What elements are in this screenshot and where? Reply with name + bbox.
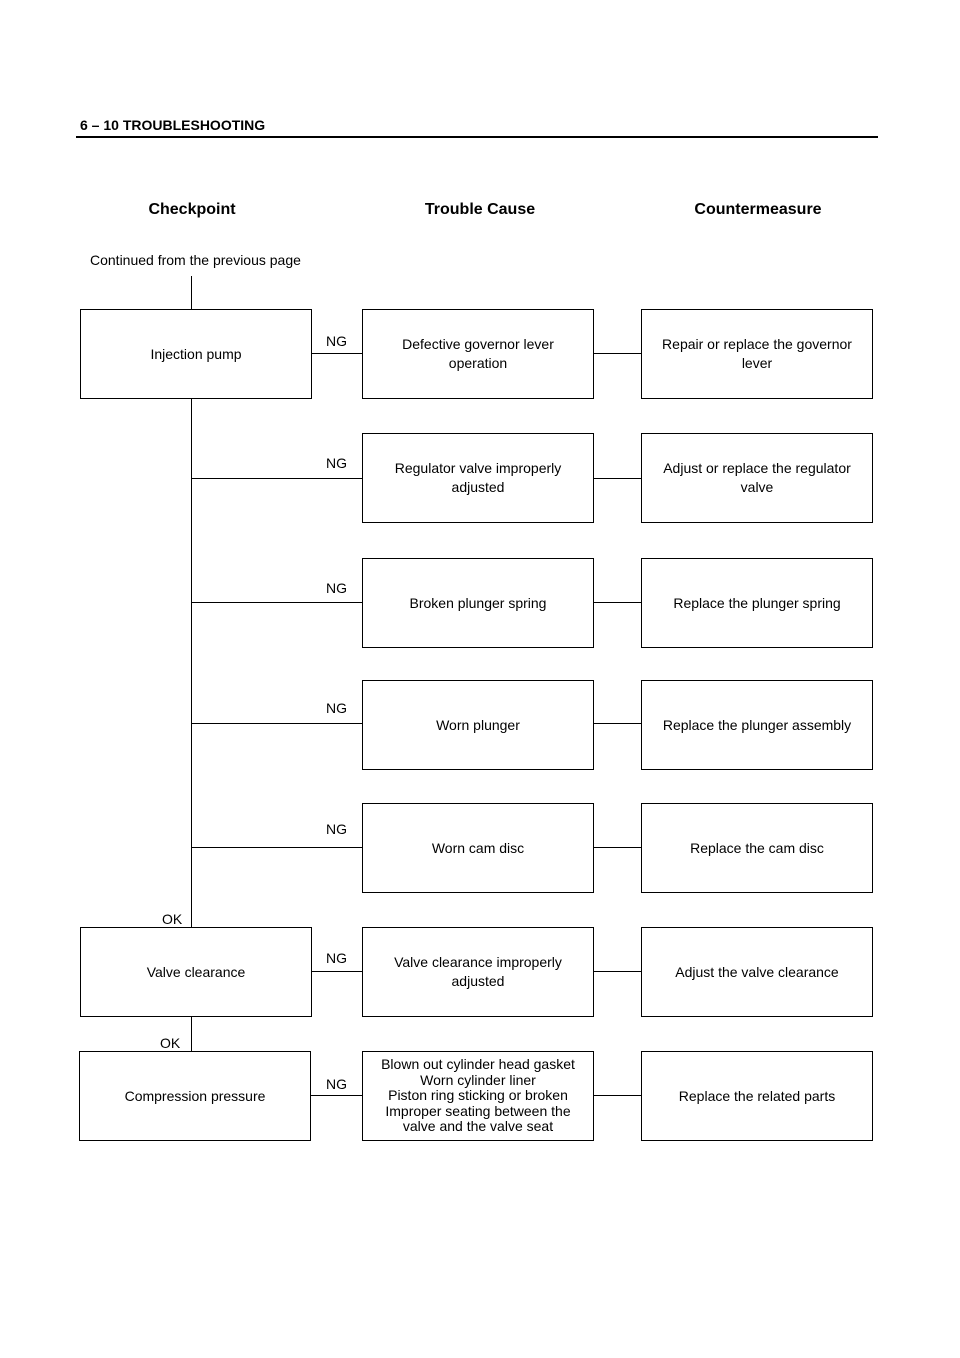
header-rule [76, 136, 878, 138]
cause-measure-connector [594, 1095, 642, 1096]
continued-label: Continued from the previous page [90, 252, 301, 268]
cause-box: Regulator valve improperly adjusted [362, 433, 594, 523]
ng-label: NG [326, 1076, 347, 1092]
countermeasure-box: Replace the cam disc [641, 803, 873, 893]
ng-label: NG [326, 700, 347, 716]
ng-connector [312, 353, 362, 354]
column-header-trouble-cause: Trouble Cause [424, 201, 536, 218]
spine-connector-lower [191, 1016, 192, 1052]
cause-box: Broken plunger spring [362, 558, 594, 648]
cause-measure-connector [594, 971, 642, 972]
ng-connector [191, 478, 362, 479]
ng-connector [311, 1095, 362, 1096]
spine-connector [191, 398, 192, 928]
column-header-countermeasure: Countermeasure [694, 201, 822, 218]
cause-box: Valve clearance improperly adjusted [362, 927, 594, 1017]
ng-connector [191, 602, 362, 603]
ok-label: OK [160, 1035, 181, 1051]
countermeasure-box: Adjust or replace the regulator valve [641, 433, 873, 523]
cause-box: Defective governor lever operation [362, 309, 594, 399]
ng-label: NG [326, 950, 347, 966]
page-header-title: 6 – 10 TROUBLESHOOTING [80, 117, 266, 133]
cause-measure-connector [594, 602, 642, 603]
countermeasure-box: Adjust the valve clearance [641, 927, 873, 1017]
ng-label: NG [326, 580, 347, 596]
ng-connector [191, 847, 362, 848]
countermeasure-box: Replace the plunger assembly [641, 680, 873, 770]
cause-box: Worn cam disc [362, 803, 594, 893]
ng-label: NG [326, 333, 347, 349]
countermeasure-box: Replace the related parts [641, 1051, 873, 1141]
cause-box: Blown out cylinder head gasket Worn cyli… [362, 1051, 594, 1141]
cause-measure-connector [594, 723, 642, 724]
cause-measure-connector [594, 353, 642, 354]
ng-label: NG [326, 455, 347, 471]
ok-label: OK [162, 911, 183, 927]
cause-measure-connector [594, 847, 642, 848]
connector-top [191, 276, 192, 309]
checkpoint-injection-pump: Injection pump [80, 309, 312, 399]
column-header-checkpoint: Checkpoint [148, 201, 236, 218]
checkpoint-valve-clearance: Valve clearance [80, 927, 312, 1017]
cause-box: Worn plunger [362, 680, 594, 770]
ng-connector [312, 971, 362, 972]
countermeasure-box: Replace the plunger spring [641, 558, 873, 648]
checkpoint-compression-pressure: Compression pressure [79, 1051, 311, 1141]
ng-label: NG [326, 821, 347, 837]
ng-connector [191, 723, 362, 724]
cause-measure-connector [594, 478, 642, 479]
countermeasure-box: Repair or replace the governor lever [641, 309, 873, 399]
